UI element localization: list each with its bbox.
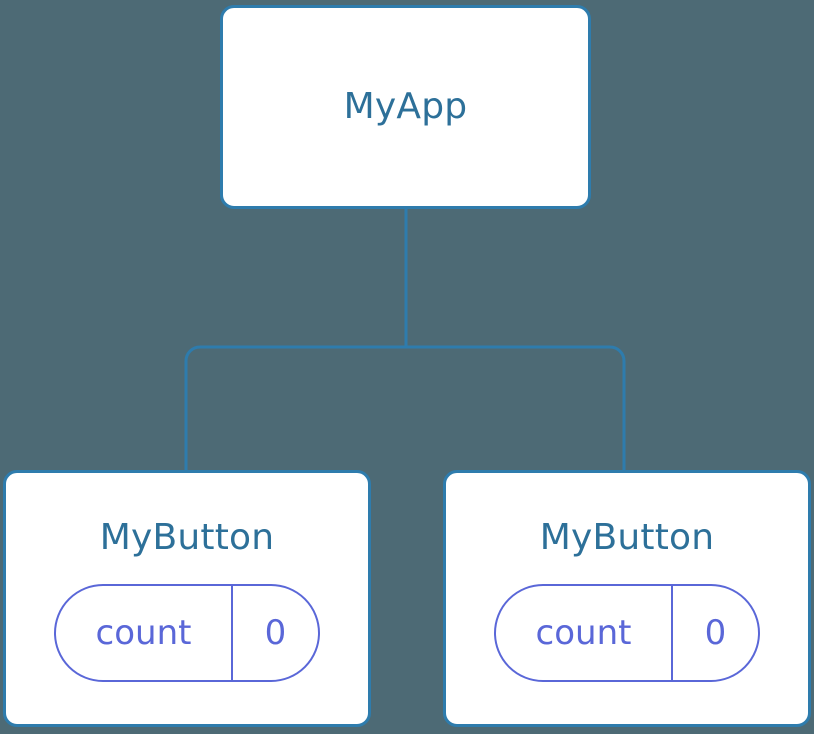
- state-key-left: count: [95, 613, 192, 653]
- state-key-cell-left: count: [56, 586, 233, 680]
- node-myapp[interactable]: MyApp: [220, 5, 591, 209]
- state-pill-left[interactable]: count 0: [54, 584, 320, 682]
- node-mybutton-left[interactable]: MyButton count 0: [3, 470, 371, 727]
- state-key-right: count: [535, 613, 632, 653]
- state-value-cell-left: 0: [233, 586, 318, 680]
- state-value-right: 0: [704, 613, 727, 653]
- state-value-cell-right: 0: [673, 586, 758, 680]
- edge-to-button-right: [406, 345, 626, 470]
- state-pill-right[interactable]: count 0: [494, 584, 760, 682]
- state-key-cell-right: count: [496, 586, 673, 680]
- state-value-left: 0: [264, 613, 287, 653]
- node-mybutton-right[interactable]: MyButton count 0: [443, 470, 811, 727]
- node-mybutton-left-label: MyButton: [99, 517, 275, 558]
- node-myapp-label: MyApp: [343, 86, 468, 127]
- edge-to-button-left: [184, 345, 406, 470]
- node-mybutton-right-label: MyButton: [539, 517, 715, 558]
